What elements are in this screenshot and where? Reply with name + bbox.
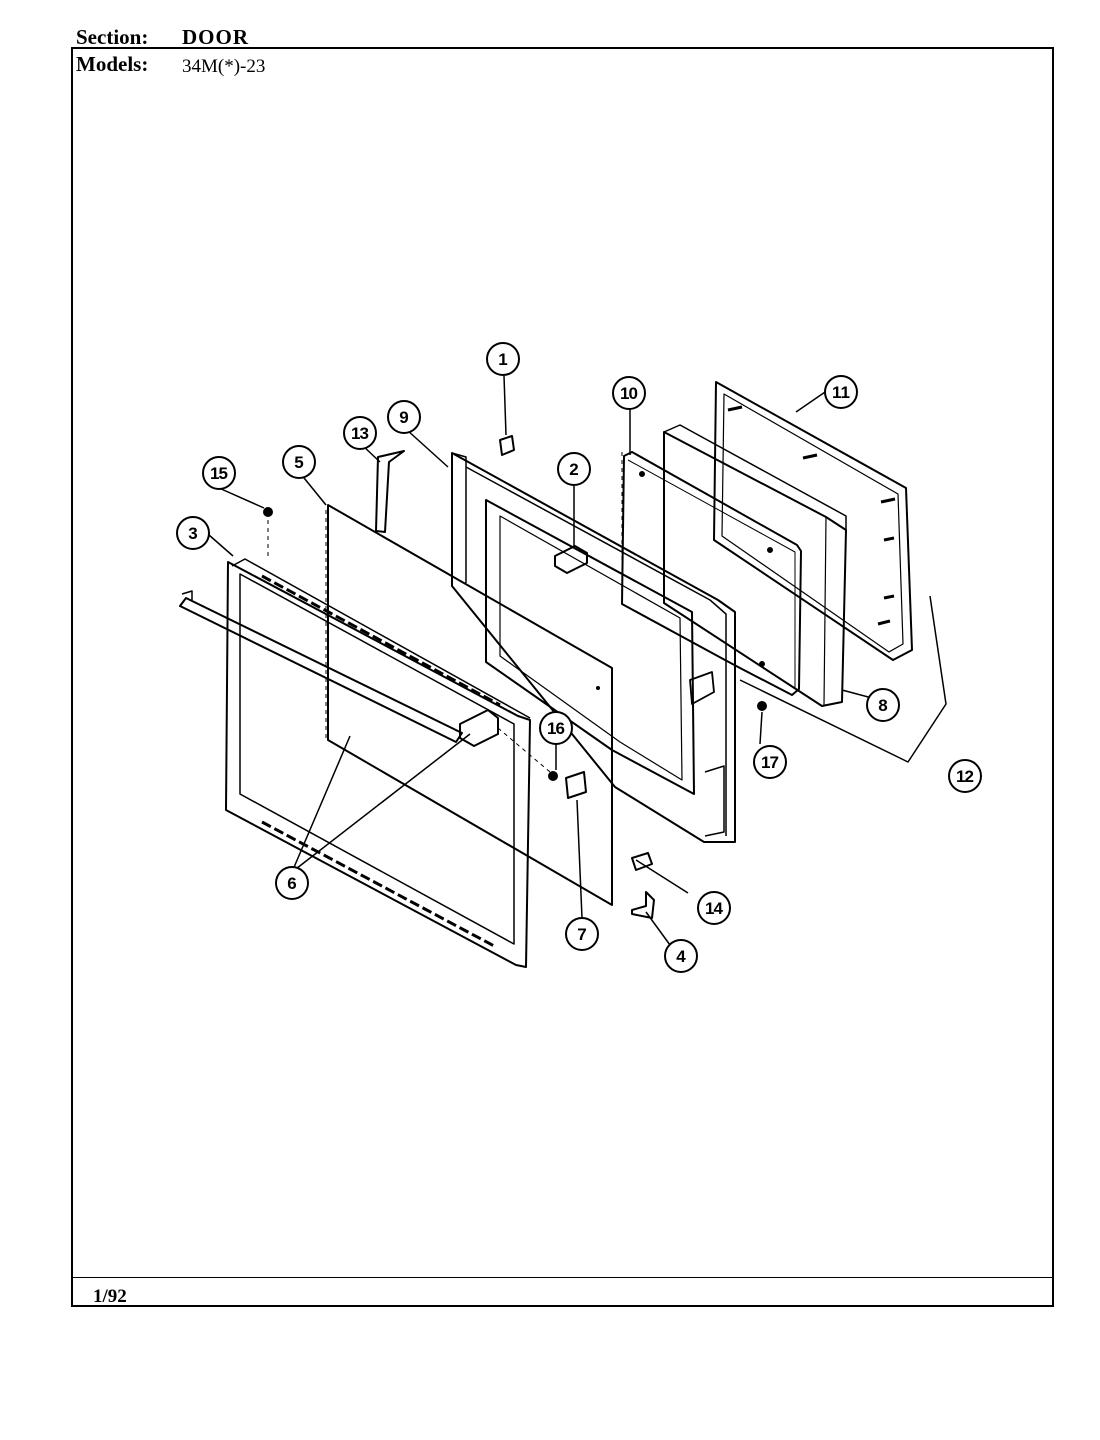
callout-circle-5 (282, 445, 316, 479)
callout-label-14: 14 (705, 899, 724, 918)
part-14-stop (631, 852, 653, 871)
part-13-hinge-bar (375, 450, 405, 533)
callout-circle-4 (664, 939, 698, 973)
callout-circle-1 (486, 342, 520, 376)
callout-label-1: 1 (498, 350, 507, 369)
callout-circle-16 (539, 711, 573, 745)
footer-date: 1/92 (93, 1286, 127, 1307)
callout-circle-11 (824, 375, 858, 409)
callout-circle-3 (176, 516, 210, 550)
callout-circle-2 (557, 452, 591, 486)
part-6-handle-bracket (459, 709, 499, 747)
section-label: Section: (76, 25, 149, 49)
part-15-screw (263, 507, 273, 517)
callout-label-5: 5 (294, 453, 303, 472)
callout-label-15: 15 (210, 464, 228, 483)
part-9-door-liner (451, 452, 736, 843)
callout-circle-6 (275, 866, 309, 900)
callout-circle-17 (753, 745, 787, 779)
models-label: Models: (76, 52, 149, 76)
callout-circle-15 (202, 456, 236, 490)
diagram-frame (71, 47, 1054, 1307)
callout-label-12: 12 (956, 767, 974, 786)
callout-label-3: 3 (188, 524, 197, 543)
part-7-block (565, 771, 587, 799)
callout-label-8: 8 (878, 696, 887, 715)
callout-label-4: 4 (676, 947, 686, 966)
callout-label-10: 10 (620, 384, 638, 403)
callout-label-2: 2 (569, 460, 578, 479)
callout-circle-9 (387, 400, 421, 434)
callout-label-11: 11 (832, 383, 850, 402)
part-11-inner-door-panel (713, 381, 913, 661)
part-6-handle (179, 590, 463, 743)
callout-label-6: 6 (287, 874, 296, 893)
callout-circle-12 (948, 759, 982, 793)
part-2-bumper (554, 545, 588, 574)
footer-rule (71, 1277, 1054, 1278)
callout-circle-14 (697, 891, 731, 925)
callout-circle-10 (612, 376, 646, 410)
part-10-glass-pack (621, 451, 802, 696)
part-3-outer-frame (225, 558, 531, 968)
callout-circle-7 (565, 917, 599, 951)
callout-label-13: 13 (351, 424, 369, 443)
callout-label-7: 7 (577, 925, 586, 944)
callout-label-9: 9 (399, 408, 408, 427)
part-1-clip (499, 435, 515, 456)
section-value: DOOR (182, 25, 249, 49)
part-16-screw (548, 771, 558, 781)
part-5-panel (327, 504, 613, 906)
callout-label-17: 17 (761, 753, 779, 772)
part-8-insulation (663, 424, 847, 707)
callout-circle-8 (866, 688, 900, 722)
models-value: 34M(*)-23 (182, 56, 266, 77)
part-4-bracket (631, 891, 655, 919)
callout-label-16: 16 (547, 719, 565, 738)
part-17-screw (757, 701, 767, 711)
callout-circle-13 (343, 416, 377, 450)
